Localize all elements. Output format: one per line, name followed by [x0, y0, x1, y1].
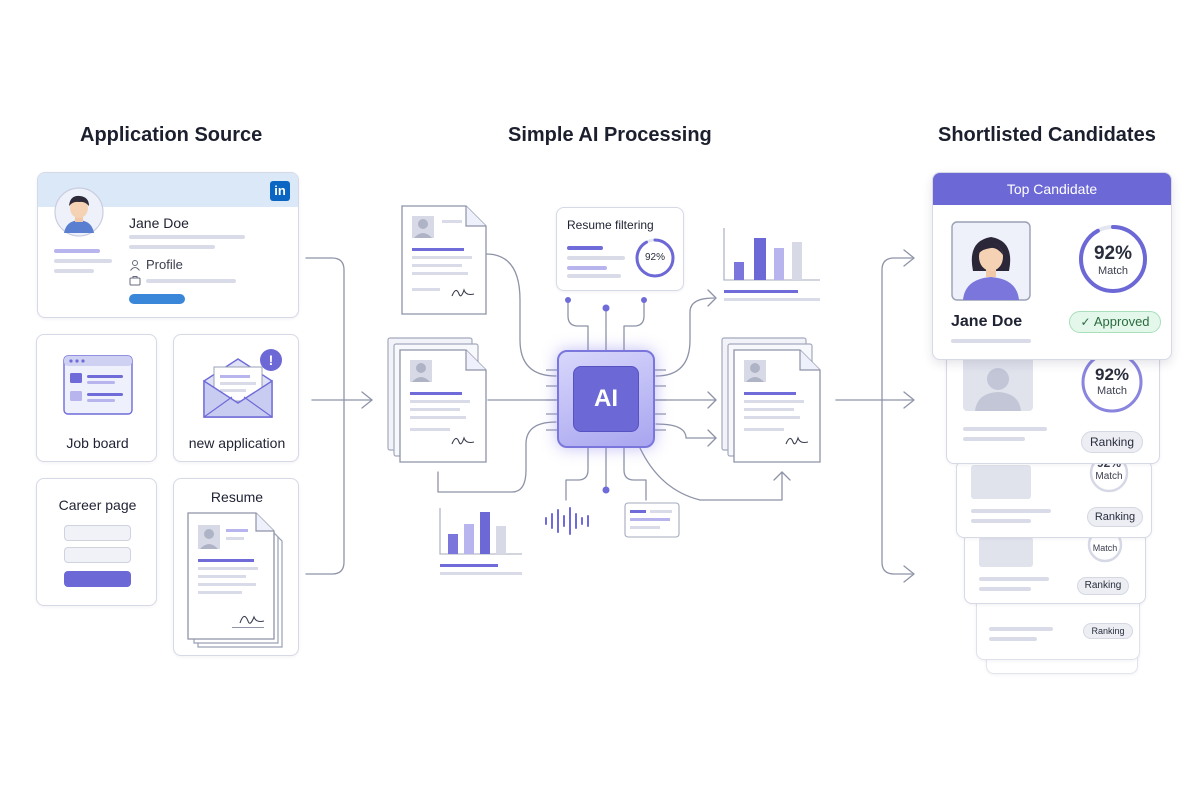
form-submit-button[interactable]: [64, 571, 131, 587]
top-match-ring: [1079, 225, 1147, 293]
resume-source-card[interactable]: Resume: [173, 478, 299, 656]
stack-3-match: Match: [1092, 543, 1118, 553]
candidate-photo-placeholder: [963, 357, 1033, 411]
form-field-1[interactable]: [64, 525, 131, 541]
candidate-photo-placeholder: [971, 465, 1031, 499]
resume-filtering-card: Resume filtering 92%: [556, 207, 684, 291]
shortlisted-candidates-title: Shortlisted Candidates: [938, 124, 1156, 146]
stack-1-percent: 92%: [1094, 365, 1130, 384]
ranking-pill[interactable]: Ranking: [1081, 431, 1143, 453]
resume-label: Resume: [210, 489, 264, 505]
top-match-label: Match: [1098, 265, 1128, 277]
linkedin-icon[interactable]: in: [270, 181, 290, 201]
ai-processing-title: Simple AI Processing: [508, 124, 712, 146]
linkedin-profile-card[interactable]: in Jane Doe Profile: [37, 172, 299, 318]
job-board-card[interactable]: Job board: [36, 334, 157, 462]
notification-icon: !: [260, 349, 282, 371]
resume-stack-document: [387, 337, 487, 463]
filter-percent-label: 92%: [644, 252, 665, 263]
briefcase-icon: [129, 276, 141, 286]
envelope-icon: [203, 358, 273, 418]
output-bar-chart: [723, 228, 820, 301]
resume-stack-icon: [187, 512, 283, 648]
job-board-icon: [63, 355, 133, 415]
avatar-man-icon: [54, 187, 104, 237]
waveform-icon: [545, 507, 589, 535]
career-page-card[interactable]: Career page: [36, 478, 157, 606]
career-page-label: Career page: [58, 497, 137, 513]
filter-progress-ring: [635, 238, 675, 278]
ai-chip-pins: [546, 369, 666, 431]
form-field-2[interactable]: [64, 547, 131, 563]
new-application-label: new application: [188, 435, 286, 451]
job-board-label: Job board: [66, 435, 129, 451]
candidate-card-stack-3[interactable]: Match Ranking: [964, 527, 1146, 604]
candidate-card-stack-2[interactable]: 92% Match Ranking: [956, 453, 1152, 538]
bar-chart-icon: [439, 508, 522, 575]
new-application-card[interactable]: ! new application: [173, 334, 299, 462]
profile-name: Jane Doe: [129, 215, 189, 231]
profile-link-label[interactable]: Profile: [146, 257, 183, 272]
apply-button[interactable]: [129, 294, 185, 304]
user-icon: [130, 260, 140, 271]
top-candidate-card[interactable]: Top Candidate Jane Doe 92% Match ✓ Appro…: [932, 172, 1172, 360]
ranking-pill[interactable]: Ranking: [1087, 507, 1143, 527]
ranking-pill[interactable]: Ranking: [1077, 577, 1129, 595]
resume-filtering-title: Resume filtering: [567, 218, 654, 232]
ai-chip-label: AI: [594, 385, 618, 412]
approved-status-pill[interactable]: ✓ Approved: [1069, 311, 1161, 333]
approved-label: Approved: [1093, 314, 1150, 329]
candidate-avatar-woman: [951, 221, 1031, 301]
checkmark-icon: ✓: [1080, 315, 1091, 329]
output-resume-stack: [721, 337, 821, 463]
stack-1-match: Match: [1097, 385, 1127, 397]
ranking-pill: Ranking: [1083, 623, 1133, 639]
candidate-photo-placeholder: [979, 537, 1033, 567]
ai-chip: AI: [557, 350, 655, 448]
top-candidate-header: Top Candidate: [933, 173, 1171, 205]
input-resume-document: [401, 205, 487, 315]
stack-2-match: Match: [1095, 471, 1123, 482]
application-source-title: Application Source: [80, 124, 263, 146]
data-card-icon: [624, 502, 680, 538]
top-match-percent: 92%: [1093, 243, 1133, 264]
stack-ring-3: [1085, 527, 1125, 571]
candidate-card-stack-1[interactable]: 92% Match Ranking: [946, 340, 1160, 464]
top-candidate-name: Jane Doe: [951, 313, 1023, 330]
